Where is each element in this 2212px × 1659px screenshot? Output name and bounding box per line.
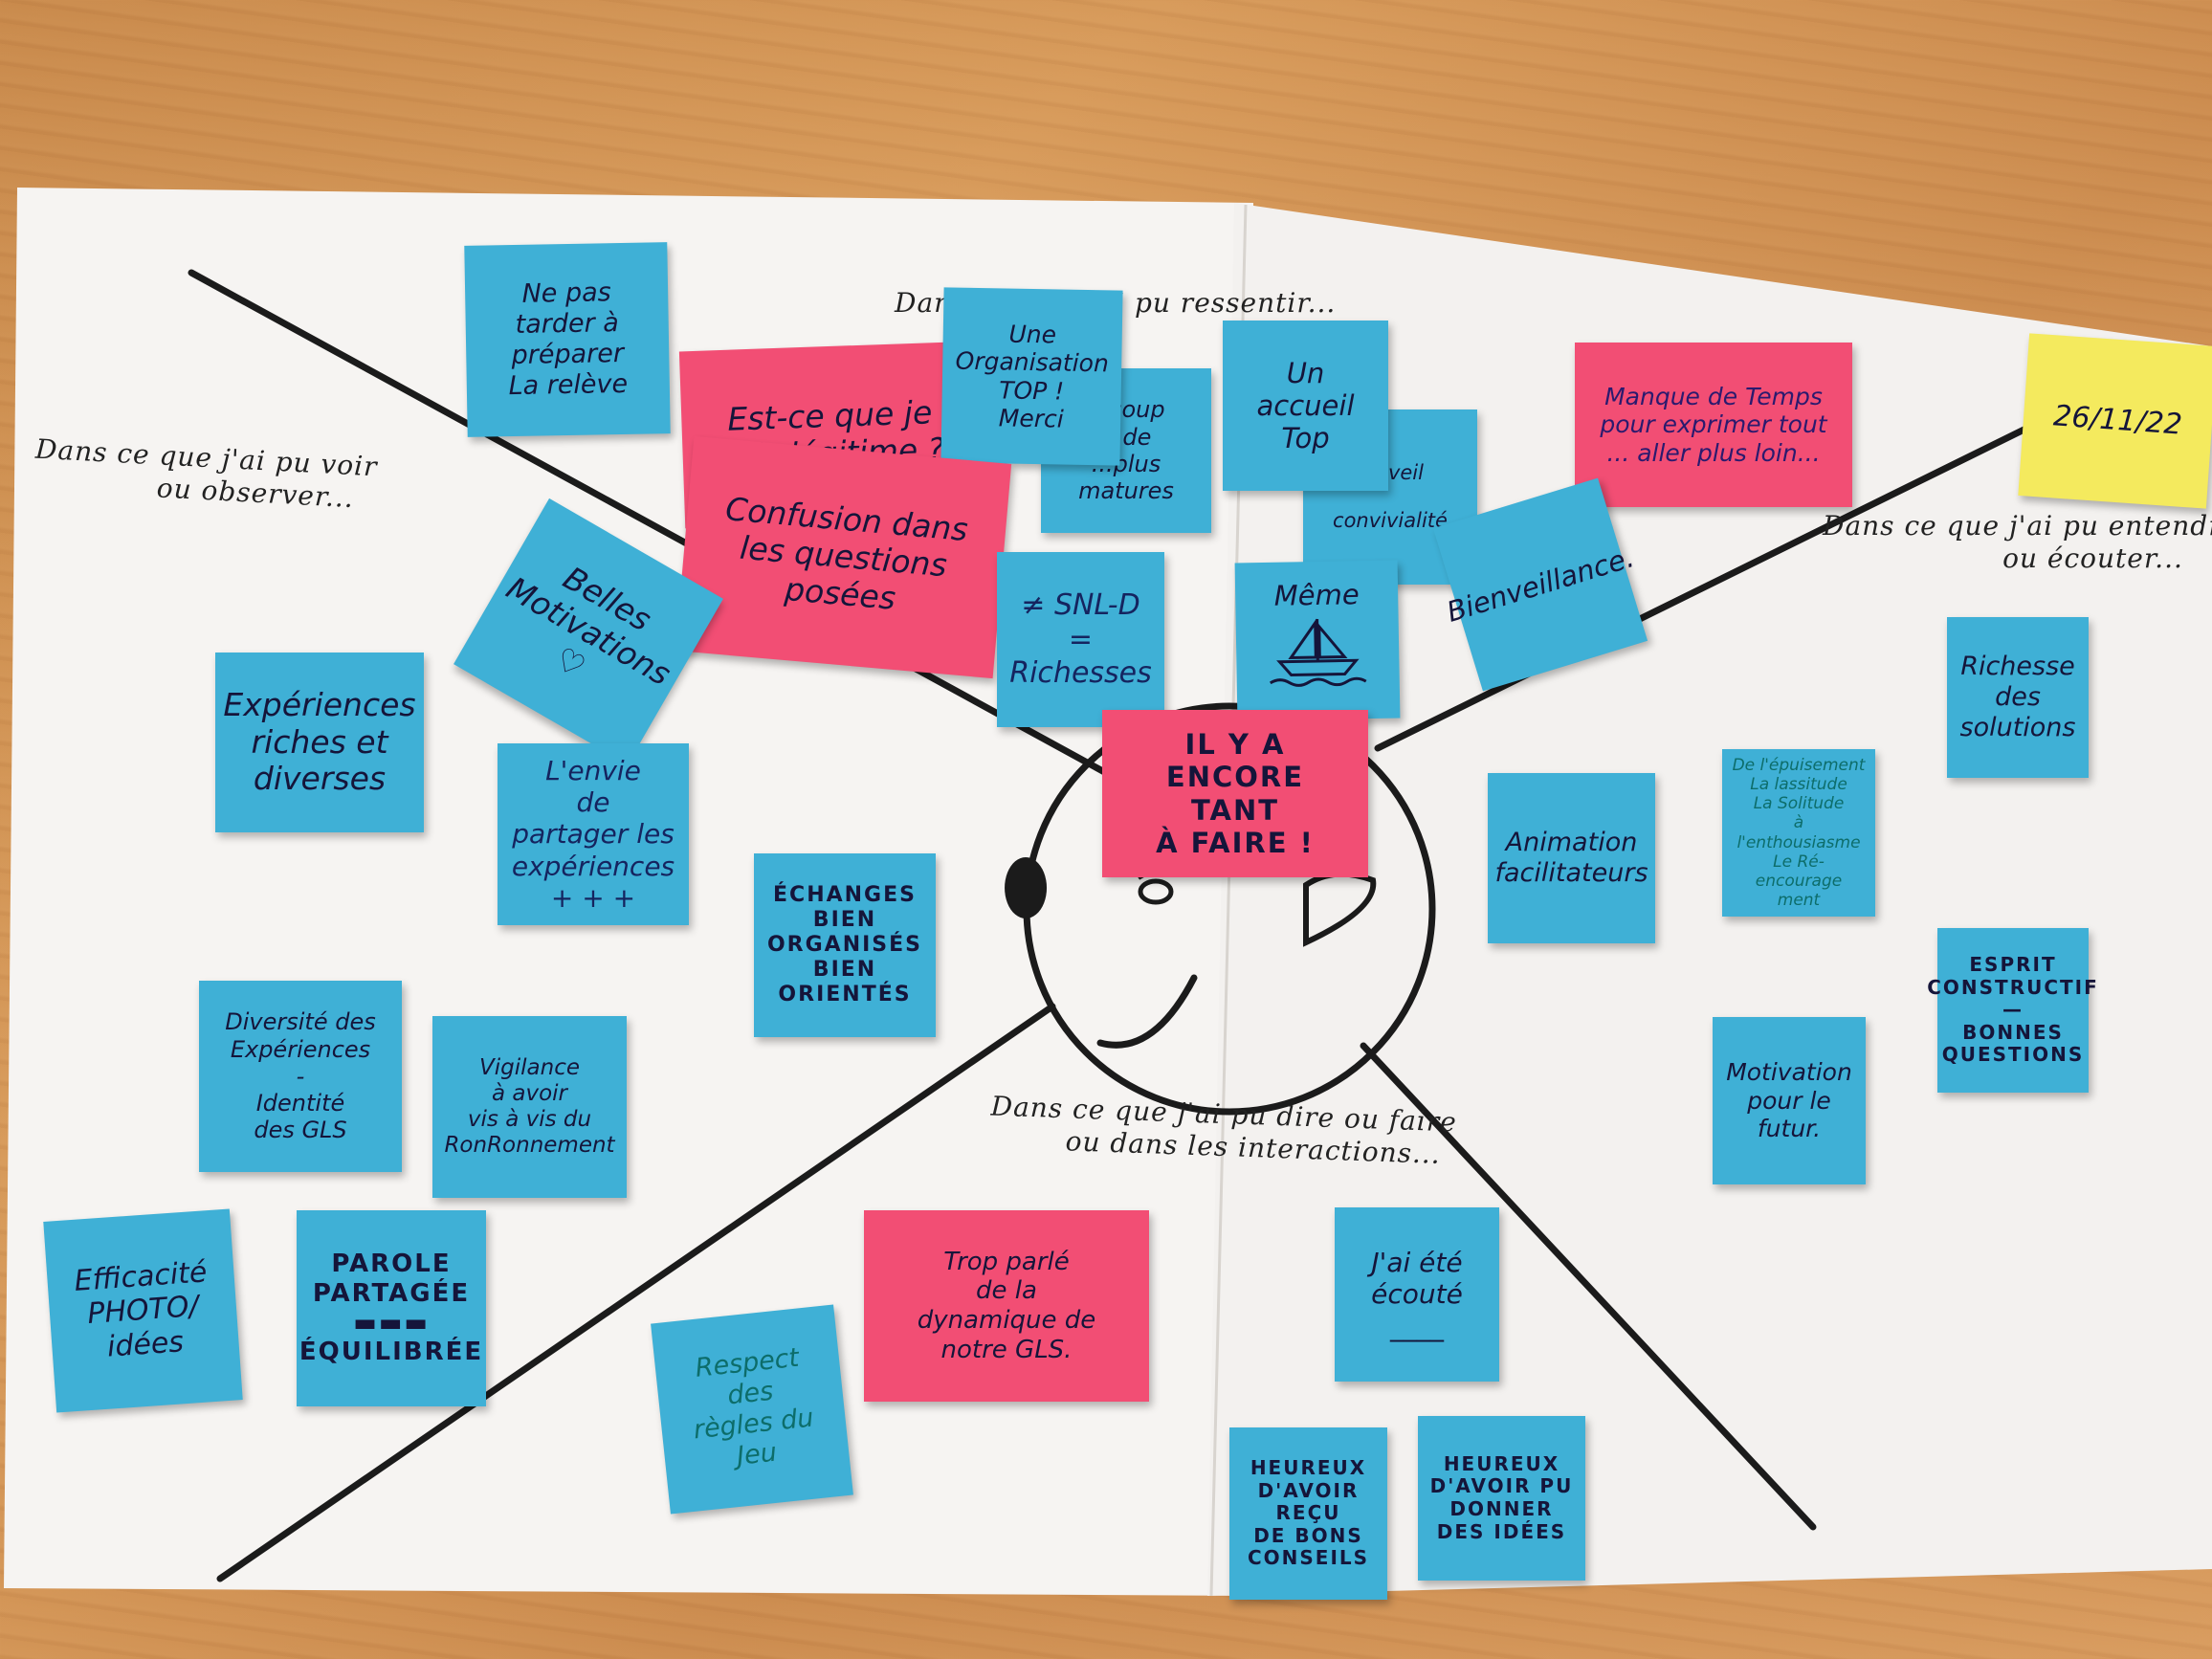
note-text: Ne pas tarder à préparer La relève [508,277,629,401]
note-text: Vigilance à avoir vis à vis du RonRonnem… [444,1054,615,1159]
note-text: ≠ SNL-D = Richesses [1009,588,1152,691]
note-text: Trop parlé de la dynamique de notre GLS. [917,1247,1096,1364]
note-text: L'envie de partager les expériences + + … [511,755,675,914]
note-richesse-solutions: Richesse des solutions [1947,617,2089,778]
note-text: Même [1273,578,1360,612]
note-text: Un accueil Top [1256,356,1355,455]
note-center-encore-tant-a-faire: IL Y A ENCORE TANT À FAIRE ! [1102,710,1368,877]
note-ai-ete-ecoute: J'ai été écouté ____ [1335,1207,1499,1382]
prompt-hear-listen: Dans ce que j'ai pu entendre ou écouter.… [1823,510,2212,574]
note-text: Motivation pour le futur. [1726,1058,1852,1143]
note-text: ÉCHANGES BIEN ORGANISÉS BIEN ORIENTÉS [766,883,923,1006]
note-meme-bateau: Même [1234,560,1401,721]
note-text: HEUREUX D'AVOIR PU DONNER DES IDÉES [1429,1451,1574,1543]
note-text: Une Organisation TOP ! Merci [955,320,1110,433]
note-motivation-futur: Motivation pour le futur. [1713,1017,1866,1184]
note-vigilance-ronronnement: Vigilance à avoir vis à vis du RonRonnem… [432,1016,627,1198]
note-text: Bienveillance. [1443,541,1638,629]
note-text: Efficacité PHOTO/ idées [73,1255,209,1364]
smiley-mouth [1096,974,1198,1049]
note-efficacite-photo-idees: Efficacité PHOTO/ idées [43,1208,243,1413]
diagonal-line-bottom-left [216,1003,1056,1582]
note-diversite-experiences: Diversité des Expériences - Identité des… [199,981,402,1172]
note-text: IL Y A ENCORE TANT À FAIRE ! [1156,728,1315,859]
note-organisation-top: Une Organisation TOP ! Merci [940,287,1123,466]
note-esprit-constructif: ESPRIT CONSTRUCTIF — BONNES QUESTIONS [1927,928,2097,1093]
note-heureux-donner-idees: HEUREUX D'AVOIR PU DONNER DES IDÉES [1418,1416,1585,1581]
date-text: 26/11/22 [2052,399,2183,442]
note-text: Animation facilitateurs [1494,828,1648,888]
note-heureux-recu-conseils: HEUREUX D'AVOIR REÇU DE BONS CONSEILS [1229,1427,1387,1600]
smiley-ear [1005,857,1048,918]
note-text: PAROLE PARTAGÉE ▬▬▬ ÉQUILIBRÉE [299,1250,484,1367]
note-ne-pas-tarder: Ne pas tarder à préparer La relève [464,242,671,437]
date-sticky-note: 26/11/22 [2018,333,2212,509]
note-snl-richesses: ≠ SNL-D = Richesses [997,552,1164,727]
note-epuisement-enthousiasme: De l'épuisement La lassitude La Solitude… [1722,749,1875,917]
note-accueil-top: Un accueil Top [1223,321,1388,491]
note-confusion: Confusion dans les questions posées [675,435,1012,679]
diagonal-line-bottom-right [1360,1042,1817,1531]
note-text: Belles Motivations ♡ [500,558,677,693]
diagonal-line-top-right [1374,409,2061,752]
note-text: Expériences riches et diverses [223,685,416,798]
note-parole-partagee: PAROLE PARTAGÉE ▬▬▬ ÉQUILIBRÉE [297,1210,486,1406]
boat-icon [1269,618,1367,688]
note-respect-regles: Respect des règles du Jeu [651,1304,853,1515]
note-envie-partager: L'envie de partager les expériences + + … [498,743,689,925]
note-text: J'ai été écouté ____ [1371,1247,1463,1342]
note-text: De l'épuisement La lassitude La Solitude… [1732,756,1866,910]
note-animation-facilitateurs: Animation facilitateurs [1488,773,1655,943]
diagonal-line-top-left [188,269,1114,779]
note-text: Richesse des solutions [1959,652,2076,742]
note-experiences-riches: Expériences riches et diverses [215,653,424,832]
note-text: Manque de Temps pour exprimer tout ... a… [1600,382,1827,467]
note-text: ESPRIT CONSTRUCTIF — BONNES QUESTIONS [1927,953,2099,1067]
note-trop-parle: Trop parlé de la dynamique de notre GLS. [864,1210,1149,1402]
smiley-eye [1138,878,1174,905]
note-echanges-organises: ÉCHANGES BIEN ORGANISÉS BIEN ORIENTÉS [754,853,936,1037]
note-text: HEUREUX D'AVOIR REÇU DE BONS CONSEILS [1247,1456,1370,1570]
note-manque-temps: Manque de Temps pour exprimer tout ... a… [1575,343,1852,507]
note-text: Respect des règles du Jeu [692,1342,815,1471]
note-text: Confusion dans les questions posées [723,490,970,617]
note-text: Diversité des Expériences - Identité des… [225,1008,376,1144]
